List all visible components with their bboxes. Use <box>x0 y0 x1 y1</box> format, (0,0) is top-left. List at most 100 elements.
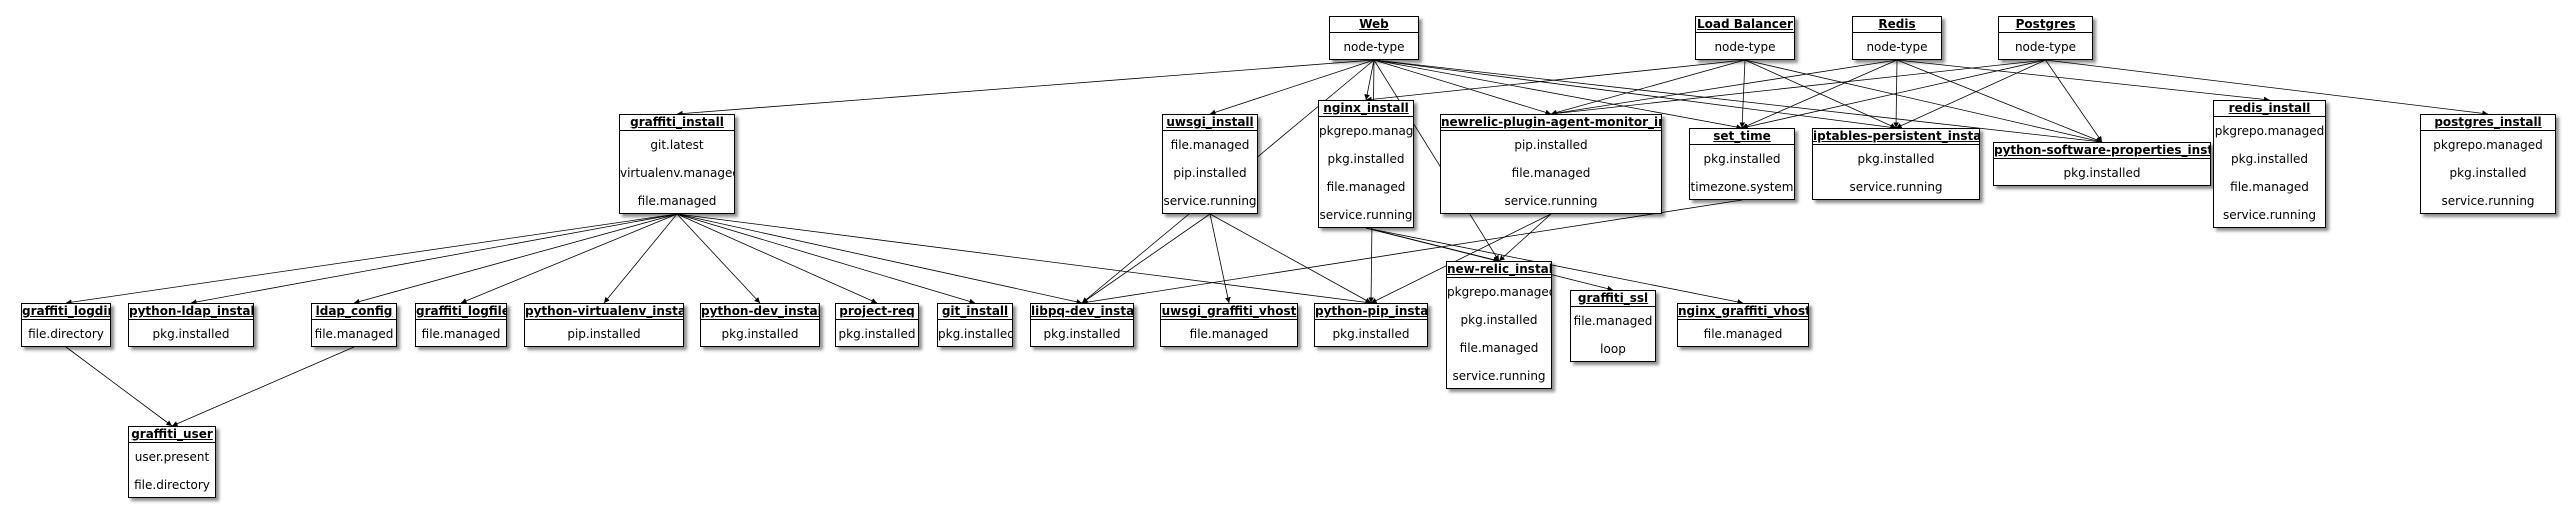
node-lb: Load Balancer node-type <box>1695 16 1795 60</box>
node-item: node-type <box>1343 40 1405 54</box>
edge-graffiti-install-to-libpq-dev <box>676 213 1083 305</box>
node-title: nginx_graffiti_vhost <box>1678 304 1808 320</box>
edge-uwsgi-install-to-uwsgi-vhost <box>1209 213 1231 304</box>
node-postgres: Postgres node-type <box>1998 16 2093 60</box>
node-redis-install: redis_install pkgrepo.managed pkg.installe… <box>2213 100 2326 228</box>
node-nginx-vhost: nginx_graffiti_vhost file.managed <box>1677 303 1809 347</box>
node-item: user.present <box>134 450 210 464</box>
edge-redis-to-set-time <box>1741 59 1898 129</box>
node-title: newrelic-plugin-agent-monitor_install <box>1441 115 1661 131</box>
node-item: service.running <box>1163 194 1257 208</box>
node-item: file.managed <box>314 327 394 341</box>
node-item: pkg.installed <box>2449 166 2527 180</box>
node-item: pkgrepo.managed <box>1319 124 1413 138</box>
node-item: pkg.installed <box>2063 166 2141 180</box>
node-item: service.running <box>1504 194 1598 208</box>
node-item: node-type <box>2014 40 2077 54</box>
node-item: service.running <box>1452 369 1546 383</box>
node-item: file.managed <box>1703 327 1783 341</box>
edge-graffiti-install-to-python-pip <box>676 213 1372 306</box>
edge-web-to-uwsgi-install <box>1209 59 1375 115</box>
edge-lb-to-pysoftprops <box>1744 59 2103 144</box>
node-item: service.running <box>2441 194 2535 208</box>
node-item: node-type <box>1866 40 1928 54</box>
edge-graffiti-install-to-python-venv <box>603 213 678 304</box>
edge-redis-to-redis-install <box>1896 59 2270 103</box>
node-item: pip.installed <box>1514 138 1588 152</box>
node-item: file.managed <box>1511 166 1591 180</box>
node-item: loop <box>1600 342 1626 356</box>
node-item: pkgrepo.managed <box>2433 138 2543 152</box>
node-title: nginx_install <box>1319 101 1413 117</box>
edge-graffiti-install-to-python-dev <box>676 213 761 304</box>
edge-web-to-graffiti-install <box>676 59 1375 117</box>
edge-graffiti-install-to-git-install <box>676 213 976 305</box>
edge-postgres-to-newrelic-plugin <box>1550 59 2046 117</box>
node-item: pkg.installed <box>2231 152 2308 166</box>
node-item: pkg.installed <box>1327 152 1405 166</box>
node-title: redis_install <box>2214 101 2325 117</box>
node-python-venv: python-virtualenv_install pip.installed <box>524 303 684 347</box>
edge-lb-to-set-time <box>1739 59 1746 129</box>
edge-lb-to-iptables <box>1744 59 1897 129</box>
node-item: file.managed <box>2230 180 2309 194</box>
edge-web-to-set-time <box>1373 59 1743 130</box>
node-title: postgres_install <box>2421 115 2555 131</box>
node-title: graffiti_ssl <box>1571 291 1655 307</box>
node-item: pkg.installed <box>938 327 1012 341</box>
edge-uwsgi-install-to-python-pip <box>1209 213 1372 304</box>
node-item: file.managed <box>1170 138 1250 152</box>
node-newrelic-plugin: newrelic-plugin-agent-monitor_installpip… <box>1440 114 1662 214</box>
node-title: new-relic_install <box>1447 262 1551 278</box>
edge-postgres-to-pysoftprops <box>2045 59 2103 143</box>
node-set-time: set_time pkg.installed timezone.system <box>1689 128 1795 200</box>
node-item: pkg.installed <box>1460 313 1538 327</box>
edge-graffiti-install-to-graffiti-logfile <box>460 213 678 304</box>
node-item: pkg.installed <box>1703 152 1781 166</box>
node-item: file.directory <box>28 327 104 341</box>
node-item: pip.installed <box>567 327 641 341</box>
edge-graffiti-install-to-graffiti-logdir <box>65 213 678 305</box>
node-postgres-install: postgres_install pkgrepo.managed pkg.insta… <box>2420 114 2556 214</box>
node-title: ldap_config <box>312 304 396 320</box>
node-title: uwsgi_graffiti_vhost <box>1161 304 1297 320</box>
edge-web-to-newrelic-plugin <box>1373 59 1552 116</box>
edge-web-to-nginx-install <box>1364 59 1375 101</box>
edge-lb-to-nginx-install <box>1365 59 1746 103</box>
node-item: service.running <box>2222 208 2317 222</box>
node-title: Web <box>1330 17 1418 33</box>
edge-graffiti-logdir-to-graffiti-user <box>65 346 173 427</box>
node-title: Load Balancer <box>1696 17 1794 33</box>
node-item: node-type <box>1714 40 1776 54</box>
edge-web-to-new-relic-install <box>1373 59 1500 262</box>
edge-web-to-iptables <box>1373 59 1897 131</box>
edge-graffiti-install-to-project-req <box>676 213 878 304</box>
node-title: Postgres <box>1999 17 2092 33</box>
node-item: pkg.installed <box>1332 327 1410 341</box>
node-item: pkgrepo.managed <box>2214 124 2325 138</box>
edge-set-time-to-libpq-dev <box>1081 199 1743 305</box>
node-item: pkg.installed <box>1043 327 1121 341</box>
node-title: python-virtualenv_install <box>525 304 683 320</box>
edge-postgres-to-postgres-install <box>2045 59 2489 117</box>
node-item: service.running <box>1319 208 1413 222</box>
node-item: timezone.system <box>1690 180 1794 194</box>
node-title: python-ldap_install <box>129 304 253 320</box>
node-item: file.directory <box>134 478 210 492</box>
node-item: pkg.installed <box>1857 152 1935 166</box>
edge-redis-to-pysoftprops <box>1896 59 2103 143</box>
node-title: graffiti_logfile <box>416 304 506 320</box>
node-title: set_time <box>1690 129 1794 145</box>
node-item: git.latest <box>650 138 704 152</box>
